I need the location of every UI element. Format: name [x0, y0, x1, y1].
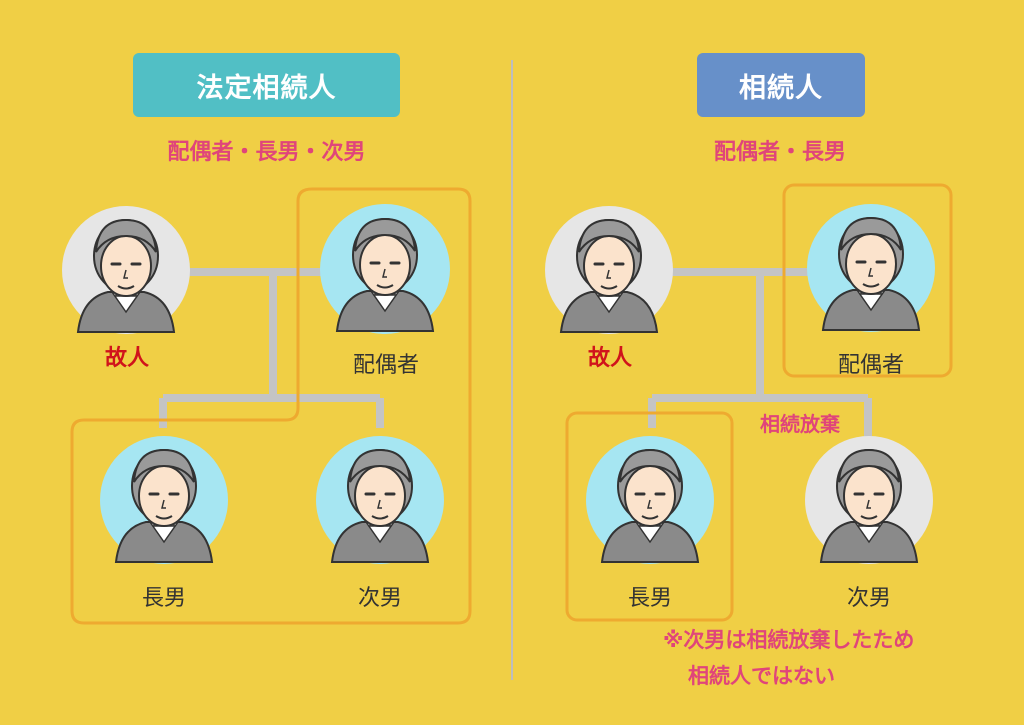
- left-connector-children: [159, 272, 384, 428]
- left-subtitle: 配偶者・長男・次男: [167, 140, 366, 165]
- left-heirs-outline: [70, 187, 472, 625]
- right-label-second-son: 次男: [846, 586, 891, 611]
- panel-divider: [511, 60, 513, 680]
- right-note-line2: 相続人ではない: [688, 664, 835, 688]
- right-label-eldest-son: 長男: [627, 586, 672, 611]
- right-spouse-outline: [782, 183, 953, 378]
- right-renunciation-label: 相続放棄: [760, 412, 840, 436]
- right-eldest-son-outline: [565, 411, 734, 622]
- right-badge-heirs: 相続人: [697, 53, 865, 117]
- right-label-deceased: 故人: [587, 346, 632, 371]
- left-label-second-son: 次男: [357, 586, 402, 611]
- left-label-deceased: 故人: [104, 346, 149, 371]
- right-label-spouse: 配偶者: [837, 353, 904, 378]
- left-label-eldest-son: 長男: [141, 586, 186, 611]
- right-note-line1: ※次男は相続放棄したため: [663, 628, 915, 652]
- right-connector-children: [648, 272, 872, 440]
- right-subtitle: 配偶者・長男: [713, 140, 846, 165]
- left-label-spouse: 配偶者: [352, 353, 419, 378]
- left-badge-legal-heirs: 法定相続人: [133, 53, 400, 117]
